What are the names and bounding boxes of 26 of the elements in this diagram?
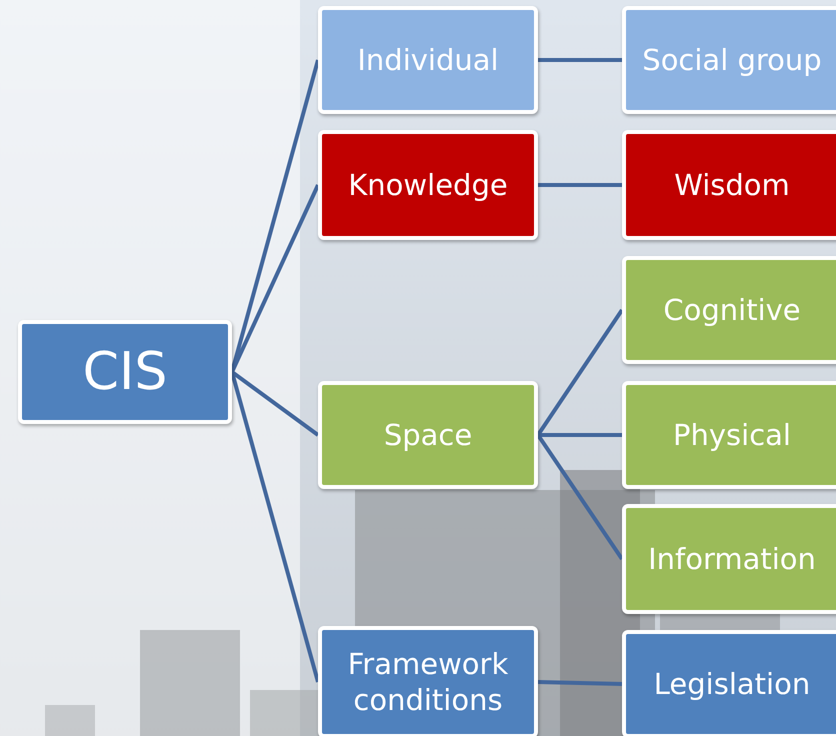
node-label: Cognitive (663, 292, 801, 328)
connector-line (538, 58, 622, 62)
category-box (318, 6, 538, 114)
category-box (318, 626, 538, 736)
node-label: Physical (673, 416, 791, 454)
category-box (622, 6, 836, 114)
category-box (318, 130, 538, 240)
node-label: Space (384, 416, 472, 454)
node-label: Information (648, 540, 816, 578)
connector-line (538, 183, 622, 187)
category-box (622, 504, 836, 614)
node-label: Social group (642, 42, 822, 78)
node-label: Knowledge (348, 166, 508, 204)
category-box (18, 320, 232, 424)
node-label: Framework conditions (346, 646, 510, 718)
connector-line (538, 433, 622, 437)
category-box (622, 381, 836, 489)
category-box (622, 256, 836, 364)
category-box (622, 130, 836, 240)
connector-line (538, 680, 622, 686)
category-box (318, 381, 538, 489)
node-label: Individual (357, 42, 499, 78)
node-label: Legislation (654, 666, 810, 702)
category-box (622, 630, 836, 736)
node-label: CIS (82, 340, 168, 404)
node-label: Wisdom (674, 166, 790, 204)
